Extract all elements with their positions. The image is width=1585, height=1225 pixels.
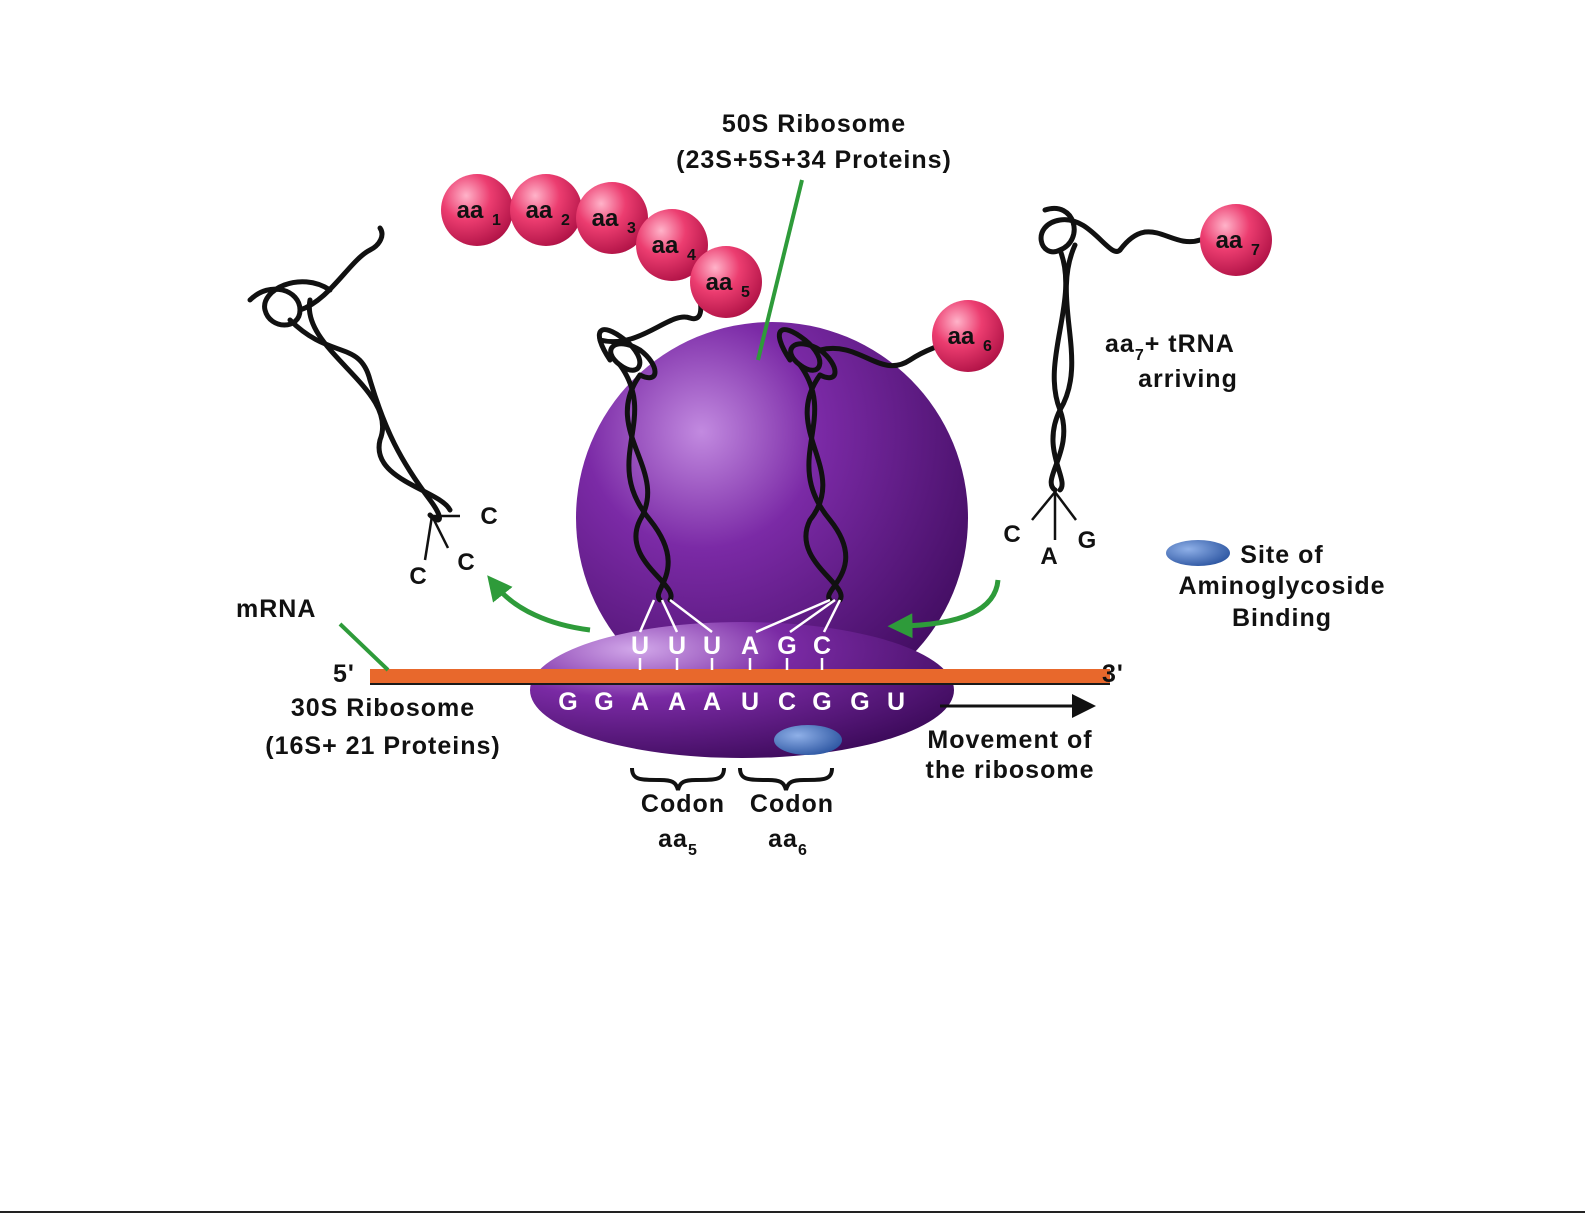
arriving-base: C [1003, 521, 1020, 548]
svg-text:aa: aa [592, 205, 619, 232]
amino-acid-1: aa 1 [441, 174, 513, 246]
anticodon-base: G [777, 632, 796, 660]
svg-text:the ribosome: the ribosome [926, 756, 1095, 784]
codon-brace-2 [740, 768, 832, 790]
movement-label: Movement of the ribosome [926, 726, 1095, 784]
svg-text:Aminoglycoside: Aminoglycoside [1178, 572, 1385, 600]
svg-text:7: 7 [1251, 242, 1260, 259]
amino-acid-7: aa 7 [1200, 204, 1272, 276]
svg-text:aa: aa [457, 197, 484, 224]
arriving-base: G [1078, 527, 1097, 554]
svg-text:Codon: Codon [641, 790, 725, 818]
svg-text:4: 4 [687, 247, 696, 264]
mrna-strand [370, 669, 1110, 684]
mrna-base: U [887, 688, 905, 716]
arriving-trna-label: aa7+ tRNA arriving [1105, 330, 1238, 393]
binding-site-legend-swatch [1166, 540, 1230, 566]
departing-base: C [409, 563, 426, 590]
mrna-base: A [631, 688, 649, 716]
trna-departing [250, 228, 460, 560]
mrna-base: G [812, 688, 831, 716]
svg-text:2: 2 [561, 212, 570, 229]
amino-acid-6: aa 6 [932, 300, 1004, 372]
svg-text:Binding: Binding [1232, 604, 1332, 632]
three-prime-label: 3' [1102, 660, 1124, 688]
ribosome-50s-detail: (23S+5S+34 Proteins) [676, 146, 952, 174]
svg-text:aa5: aa5 [658, 825, 698, 859]
svg-text:5: 5 [741, 284, 750, 301]
ribosome-50s-title: 50S Ribosome [722, 110, 906, 138]
svg-text:aa: aa [948, 323, 975, 350]
svg-text:Codon: Codon [750, 790, 834, 818]
mrna-base: C [778, 688, 796, 716]
svg-text:Site of: Site of [1240, 541, 1323, 569]
svg-text:arriving: arriving [1138, 365, 1238, 393]
svg-text:1: 1 [492, 212, 501, 229]
codon-brace-1 [632, 768, 724, 790]
departure-arrow [495, 585, 590, 630]
binding-site-on-ribosome [774, 725, 842, 755]
binding-site-legend: Site of Aminoglycoside Binding [1166, 540, 1386, 632]
anticodon-base: U [631, 632, 649, 660]
codon-label-2: Codon aa6 [750, 790, 834, 859]
mrna-base: G [594, 688, 613, 716]
mrna-label: mRNA [236, 595, 316, 623]
svg-text:aa: aa [1216, 227, 1243, 254]
ribosome-30s-detail: (16S+ 21 Proteins) [265, 732, 500, 760]
mrna-base: A [703, 688, 721, 716]
mrna-base: G [850, 688, 869, 716]
codon-label-1: Codon aa5 [641, 790, 725, 859]
mrna-base: G [558, 688, 577, 716]
anticodon-base: A [741, 632, 759, 660]
departing-base: C [457, 549, 474, 576]
svg-text:Movement of: Movement of [927, 726, 1092, 754]
svg-text:aa7+ tRNA: aa7+ tRNA [1105, 330, 1235, 364]
departing-base: C [480, 503, 497, 530]
amino-acid-5: aa 5 [690, 246, 762, 318]
anticodon-base: U [703, 632, 721, 660]
arriving-base: A [1040, 543, 1057, 570]
svg-text:3: 3 [627, 220, 636, 237]
peptide-chain: aa 1 aa 2 aa 3 aa 4 aa 5 [441, 174, 762, 318]
mrna-base: A [668, 688, 686, 716]
svg-text:aa: aa [706, 269, 733, 296]
anticodon-base: C [813, 632, 831, 660]
anticodon-base: U [668, 632, 686, 660]
movement-arrow [940, 694, 1096, 718]
svg-text:6: 6 [983, 338, 992, 355]
svg-text:aa6: aa6 [768, 825, 808, 859]
mrna-base: U [741, 688, 759, 716]
five-prime-label: 5' [333, 660, 355, 688]
amino-acid-2: aa 2 [510, 174, 582, 246]
svg-text:aa: aa [526, 197, 553, 224]
svg-text:aa: aa [652, 232, 679, 259]
ribosome-30s-title: 30S Ribosome [291, 694, 475, 722]
